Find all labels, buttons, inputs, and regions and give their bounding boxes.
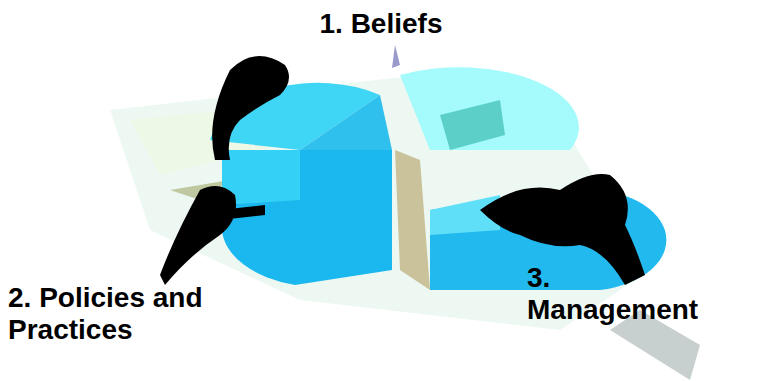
figure-silhouette: [212, 56, 289, 160]
pie-shadow: [395, 150, 430, 290]
figure-silhouette: [480, 174, 645, 285]
section-label: 2. Policies and Practices: [8, 282, 270, 346]
pie-sliver: [392, 45, 400, 68]
section-label: 1. Beliefs: [231, 8, 531, 40]
pie-slice: [300, 95, 392, 150]
pie-slice: [400, 67, 579, 150]
section-label: 3. Management: [527, 262, 717, 326]
pie-facet: [440, 100, 505, 150]
figure-silhouette: [160, 186, 265, 285]
pie-slice: [222, 150, 392, 285]
